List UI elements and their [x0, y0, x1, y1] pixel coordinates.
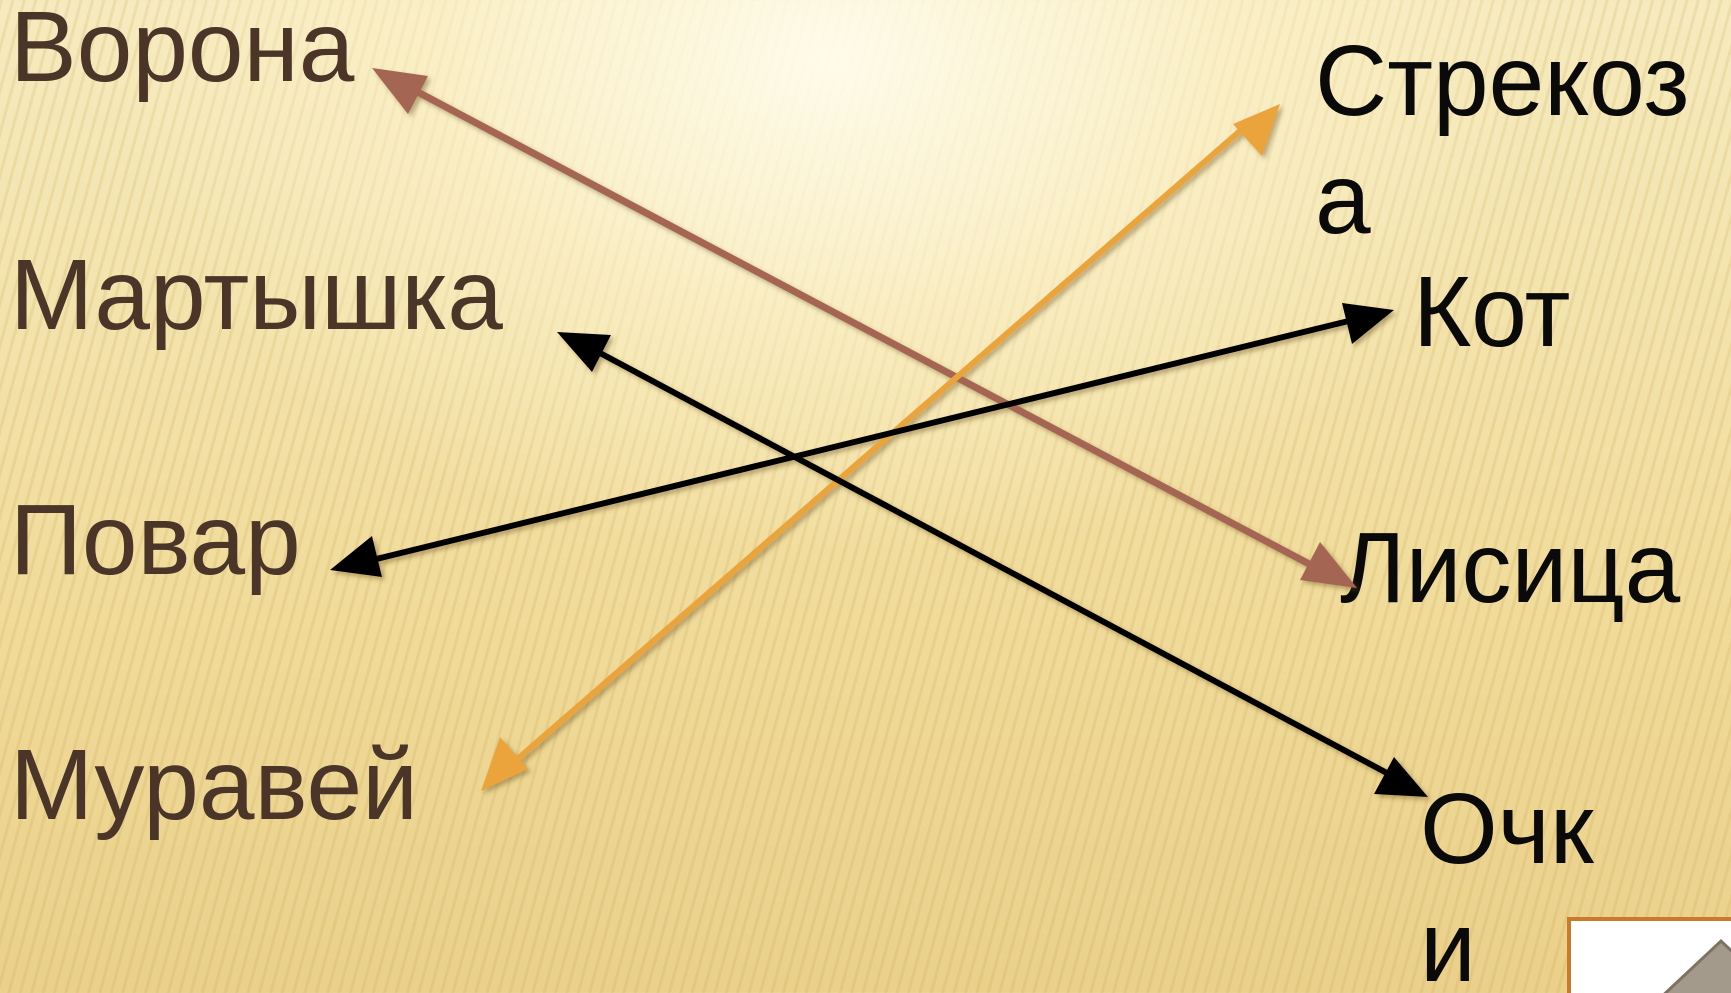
- arrowhead-muravey: [481, 737, 528, 791]
- arrowhead-strekoza: [1233, 104, 1280, 156]
- arrowhead-kot: [1342, 303, 1394, 344]
- word-kot: Кот: [1413, 256, 1571, 368]
- arrowhead-lisitsa: [1300, 542, 1357, 588]
- word-povar: Повар: [10, 484, 301, 596]
- word-martyshka: Мартышка: [10, 239, 503, 351]
- word-strekoza: Стрекоз а: [1315, 25, 1690, 255]
- word-muravey: Муравей: [10, 729, 419, 841]
- word-ochki: Очк и: [1420, 773, 1594, 993]
- word-lisitsa: Лисица: [1340, 512, 1681, 624]
- arrow-vorona-lisitsa: [393, 76, 1332, 579]
- home-icon: [1663, 938, 1731, 993]
- arrow-muravey-strekoza: [503, 115, 1257, 773]
- arrow-martyshka-ochki: [583, 342, 1402, 783]
- home-button[interactable]: [1567, 917, 1731, 993]
- arrowhead-vorona: [372, 68, 428, 114]
- arrow-povar-kot: [359, 314, 1366, 566]
- arrowhead-ochki: [1374, 757, 1428, 797]
- arrowhead-povar: [330, 536, 382, 577]
- word-vorona: Ворона: [10, 0, 355, 103]
- arrowhead-martyshka: [557, 332, 611, 372]
